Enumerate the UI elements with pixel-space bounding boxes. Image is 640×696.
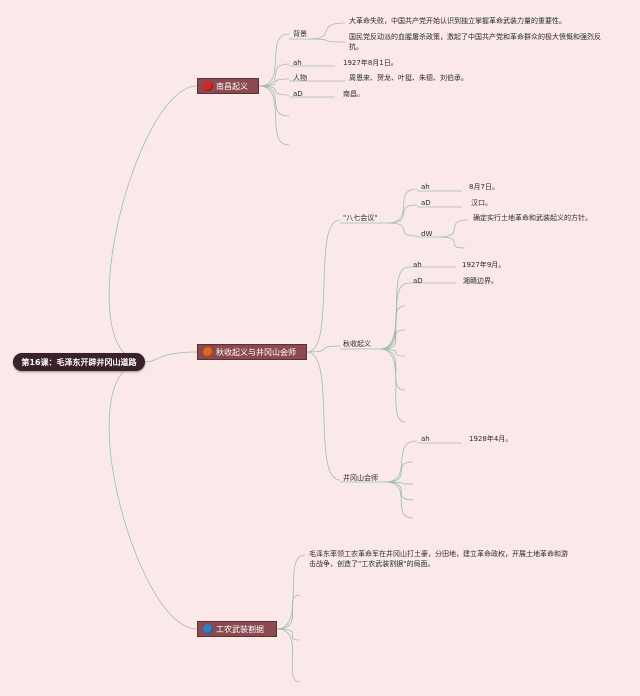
uprising-time-value: 1927年9月。 [462, 261, 506, 269]
nanchang-place-value: 南昌。 [343, 90, 364, 98]
joining-time-label: ah [421, 435, 430, 443]
nanchang-time-label: ah [293, 59, 302, 67]
nanchang-background-item-2: 国民党反动派的血腥屠杀政策，激起了中国共产党和革命群众的极大愤慨和强烈反抗。 [349, 33, 601, 51]
topic-autumn-label: 秋收起义与井冈山会师 [216, 347, 296, 357]
autumn-to-uprising-line [306, 345, 341, 353]
nanchang-branch-line [258, 63, 290, 87]
red-dot-icon [203, 81, 213, 91]
joining-child-line [384, 481, 414, 501]
nanchang-branch-line [258, 85, 290, 117]
topic-nanchang-uprising[interactable]: 南昌起义 [197, 78, 259, 94]
meeting-child-line [386, 222, 418, 237]
nanchang-people-label: 人物 [293, 74, 307, 82]
joining-child-line [384, 481, 414, 519]
nanchang-people-value: 周恩来、贺龙、叶挺、朱德、刘伯承。 [349, 74, 468, 82]
uprising-child-line [379, 348, 406, 357]
nanchang-place-label: aD [293, 90, 303, 98]
uprising-child-line [379, 305, 406, 350]
meeting-title: "八七会议" [343, 214, 378, 222]
uprising-time-label: ah [413, 261, 422, 269]
base-branch-line [276, 628, 301, 683]
meeting-child-line [386, 188, 418, 224]
nanchang-background-label: 背景 [293, 30, 307, 38]
nanchang-branch-line [258, 33, 290, 87]
nanchang-bg-item-line [308, 22, 346, 40]
nanchang-branch-line [258, 85, 290, 96]
meeting-content-value: 确定实行土地革命和武装起义的方针。 [473, 214, 592, 222]
meeting-place-value: 汉口。 [471, 199, 492, 207]
joining-child-line [384, 461, 414, 483]
meeting-content-line [437, 236, 466, 249]
uprising-child-line [379, 348, 406, 391]
base-branch-line [276, 554, 306, 630]
meeting-content-line [437, 219, 469, 238]
topic-armed-separation[interactable]: 工农武装割据 [197, 621, 277, 637]
base-branch-line [276, 594, 301, 630]
nanchang-branch-line [258, 85, 290, 146]
joining-child-line [384, 440, 418, 483]
topic-autumn-harvest-uprising[interactable]: 秋收起义与井冈山会师 [197, 344, 307, 360]
nanchang-time-value: 1927年8月1日。 [343, 59, 398, 67]
root-to-autumn-line [144, 351, 198, 363]
meeting-content-label: dW [421, 230, 433, 238]
nanchang-background-item-1: 大革命失败，中国共产党开始认识到独立掌握革命武装力量的重要性。 [349, 17, 566, 25]
root-title: 第16课：毛泽东开辟井冈山道路 [21, 357, 137, 367]
joining-title: 井冈山会师 [343, 474, 378, 482]
uprising-child-line [379, 348, 406, 423]
nanchang-branch-line [258, 78, 290, 87]
uprising-title: 秋收起义 [343, 340, 371, 348]
topic-nanchang-label: 南昌起义 [216, 81, 248, 91]
meeting-child-line [386, 204, 418, 224]
uprising-place-value: 湘赣边界。 [463, 277, 498, 285]
root-node[interactable]: 第16课：毛泽东开辟井冈山道路 [13, 353, 145, 371]
autumn-to-joining-line [306, 351, 341, 481]
uprising-place-label: aD [413, 277, 423, 285]
joining-time-value: 1928年4月。 [469, 435, 513, 443]
nanchang-bg-item-line [308, 38, 346, 43]
autumn-to-meeting-line [306, 219, 341, 353]
orange-dot-icon [203, 347, 213, 357]
meeting-time-value: 8月7日。 [469, 183, 499, 191]
base-branch-line [276, 628, 301, 641]
root-to-base-line [108, 361, 198, 630]
root-to-nanchang-line [108, 85, 198, 363]
meeting-time-label: ah [421, 183, 430, 191]
meeting-place-label: aD [421, 199, 431, 207]
uprising-child-line [379, 329, 406, 350]
base-description: 毛泽东率领工农革命军在井冈山打土豪，分田地，建立革命政权，开展土地革命和游击战争… [309, 550, 568, 568]
blue-dot-icon [203, 624, 213, 634]
topic-base-label: 工农武装割据 [216, 624, 264, 634]
